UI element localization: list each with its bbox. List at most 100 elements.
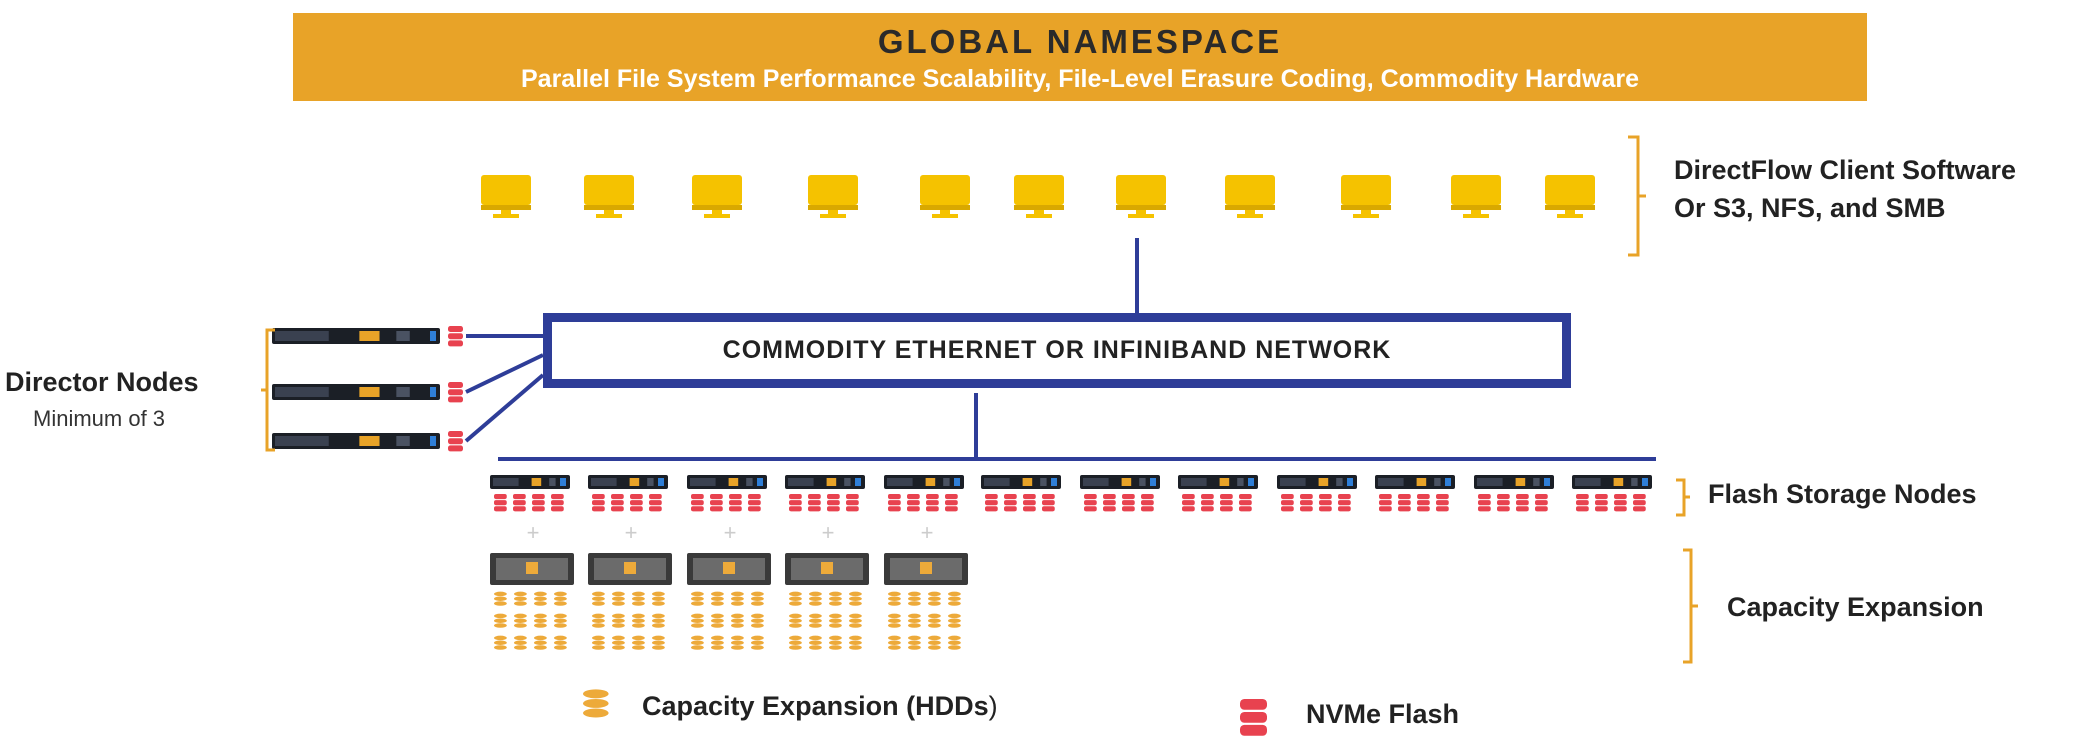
nvme-disk-icon (926, 494, 939, 512)
nvme-disk-icon (1182, 494, 1195, 512)
hdd-disk-icon (592, 591, 605, 606)
plus-connector: + (822, 520, 835, 545)
flash-server (490, 475, 570, 489)
hdd-disk-icon (789, 591, 802, 606)
legend-hdd-label: Capacity Expansion (HDDs) (642, 691, 998, 721)
flash-server (1375, 475, 1455, 489)
hdd-disk-icon (592, 613, 605, 628)
hdd-disk-icon (888, 635, 901, 650)
nvme-disk-icon (649, 494, 662, 512)
hdd-disk-icon (494, 635, 507, 650)
director-link (464, 373, 545, 443)
hdd-disk-icon (494, 591, 507, 606)
nvme-disk-icon (945, 494, 958, 512)
network-label: COMMODITY ETHERNET OR INFINIBAND NETWORK (722, 336, 1392, 364)
nvme-disk-icon (1576, 494, 1589, 512)
flash-server (884, 475, 964, 489)
nvme-disk-icon (494, 494, 507, 512)
nvme-disk-icon (1436, 494, 1449, 512)
capacity-expansion-label: Capacity Expansion (1727, 592, 1984, 622)
nvme-disk-icon (611, 494, 624, 512)
hdd-disk-icon (652, 613, 665, 628)
hdd-disk-icon (789, 635, 802, 650)
nvme-disk-icon (888, 494, 901, 512)
hdd-disk-icon (632, 635, 645, 650)
flash-server (1572, 475, 1652, 489)
network-box: COMMODITY ETHERNET OR INFINIBAND NETWORK (543, 313, 1571, 388)
monitor-icon (584, 175, 634, 218)
nvme-disk-icon (1141, 494, 1154, 512)
director-server (272, 328, 440, 344)
flash-bracket (1676, 478, 1690, 517)
client-monitors (481, 175, 1595, 218)
hdd-disk-icon (711, 613, 724, 628)
nvme-disk-icon (513, 494, 526, 512)
nvme-disk-icon (729, 494, 742, 512)
nvme-disk-icon (789, 494, 802, 512)
hdd-disk-icon (514, 613, 527, 628)
monitor-icon (1341, 175, 1391, 218)
nvme-disk-icon (808, 494, 821, 512)
monitor-icon (808, 175, 858, 218)
nvme-disk-icon (1595, 494, 1608, 512)
hdd-disk-icon (612, 635, 625, 650)
hdd-disk-icon (849, 591, 862, 606)
hdd-disk-icon (849, 635, 862, 650)
flash-server (588, 475, 668, 489)
nvme-disk-icon (630, 494, 643, 512)
nvme-disk-icon (1535, 494, 1548, 512)
hdd-disk-icon (731, 591, 744, 606)
hdd-disk-icon (908, 635, 921, 650)
nvme-disk-icon (1478, 494, 1491, 512)
nvme-disk-icon (1300, 494, 1313, 512)
hdd-disk-icon (534, 635, 547, 650)
nvme-disk-icon (1103, 494, 1116, 512)
director-nodes-subtitle: Minimum of 3 (33, 406, 166, 431)
hdd-disk-icon (494, 613, 507, 628)
hdd-disk-icon (928, 635, 941, 650)
hdd-disk-icon (948, 635, 961, 650)
plus-connector: + (625, 520, 638, 545)
nvme-disk-icon (710, 494, 723, 512)
nvme-disk-icon (846, 494, 859, 512)
hdd-disk-icon (514, 591, 527, 606)
hdd-disk-icon (928, 591, 941, 606)
hdd-disk-icon (691, 591, 704, 606)
nvme-disk-icon (1220, 494, 1233, 512)
hdd-disk-icon (731, 635, 744, 650)
jbod-chassis (490, 553, 574, 585)
jbod-chassis (785, 553, 869, 585)
hdd-disk-icon (554, 591, 567, 606)
hdd-disk-icon (652, 591, 665, 606)
plus-connector: + (527, 520, 540, 545)
hdd-disk-icon (751, 613, 764, 628)
monitor-icon (1225, 175, 1275, 218)
nvme-disk-icon (592, 494, 605, 512)
flash-storage-label: Flash Storage Nodes (1708, 479, 1977, 509)
hdd-disk-icon (751, 591, 764, 606)
monitor-icon (692, 175, 742, 218)
flash-server (785, 475, 865, 489)
banner-subtitle: Parallel File System Performance Scalabi… (521, 65, 1639, 93)
clients-label-line2: Or S3, NFS, and SMB (1674, 193, 1946, 223)
nvme-disk-icon (448, 431, 463, 452)
nvme-disk-icon (1004, 494, 1017, 512)
global-namespace-banner: GLOBAL NAMESPACE Parallel File System Pe… (293, 13, 1867, 101)
director-server (272, 384, 440, 400)
hdd-disk-icon (948, 591, 961, 606)
director-link (465, 353, 544, 394)
hdd-disk-icon (632, 613, 645, 628)
hdd-disk-icon (751, 635, 764, 650)
monitor-icon (1545, 175, 1595, 218)
hdd-disk-icon (612, 613, 625, 628)
hdd-disk-icon (592, 635, 605, 650)
nvme-disk-icon (1497, 494, 1510, 512)
nvme-disk-icon (691, 494, 704, 512)
hdd-disk-icon (583, 689, 609, 718)
hdd-disk-icon (554, 635, 567, 650)
nvme-disk-icon (985, 494, 998, 512)
hdd-disk-icon (829, 635, 842, 650)
nvme-disk-icon (448, 326, 463, 347)
director-nodes (272, 326, 545, 452)
legend-nvme-label: NVMe Flash (1306, 699, 1460, 729)
